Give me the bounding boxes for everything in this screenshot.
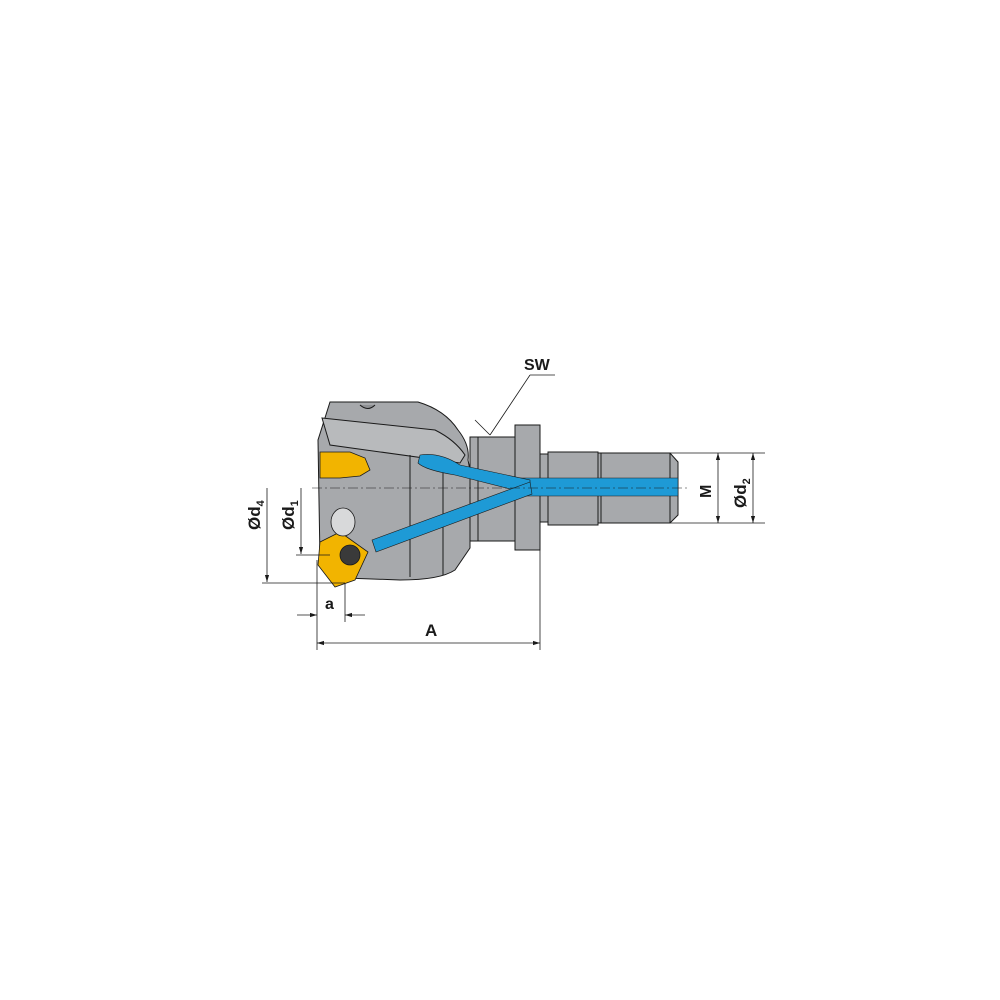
- svg-text:Ød4: Ød4: [245, 499, 267, 530]
- label-sw: SW: [524, 357, 551, 374]
- dimension-lines: [262, 374, 765, 650]
- label-d1: Ød1: [279, 500, 301, 530]
- cutting-inserts: [317, 451, 371, 588]
- label-a: a: [325, 596, 334, 613]
- coolant-channels: [371, 454, 679, 553]
- label-A: A: [425, 621, 437, 640]
- label-d4: Ød4: [245, 499, 267, 530]
- label-d2: Ød2: [731, 478, 753, 508]
- svg-text:M: M: [698, 485, 715, 498]
- svg-text:Ød1: Ød1: [279, 500, 301, 530]
- label-M: M: [698, 485, 715, 498]
- svg-text:Ød2: Ød2: [731, 478, 753, 508]
